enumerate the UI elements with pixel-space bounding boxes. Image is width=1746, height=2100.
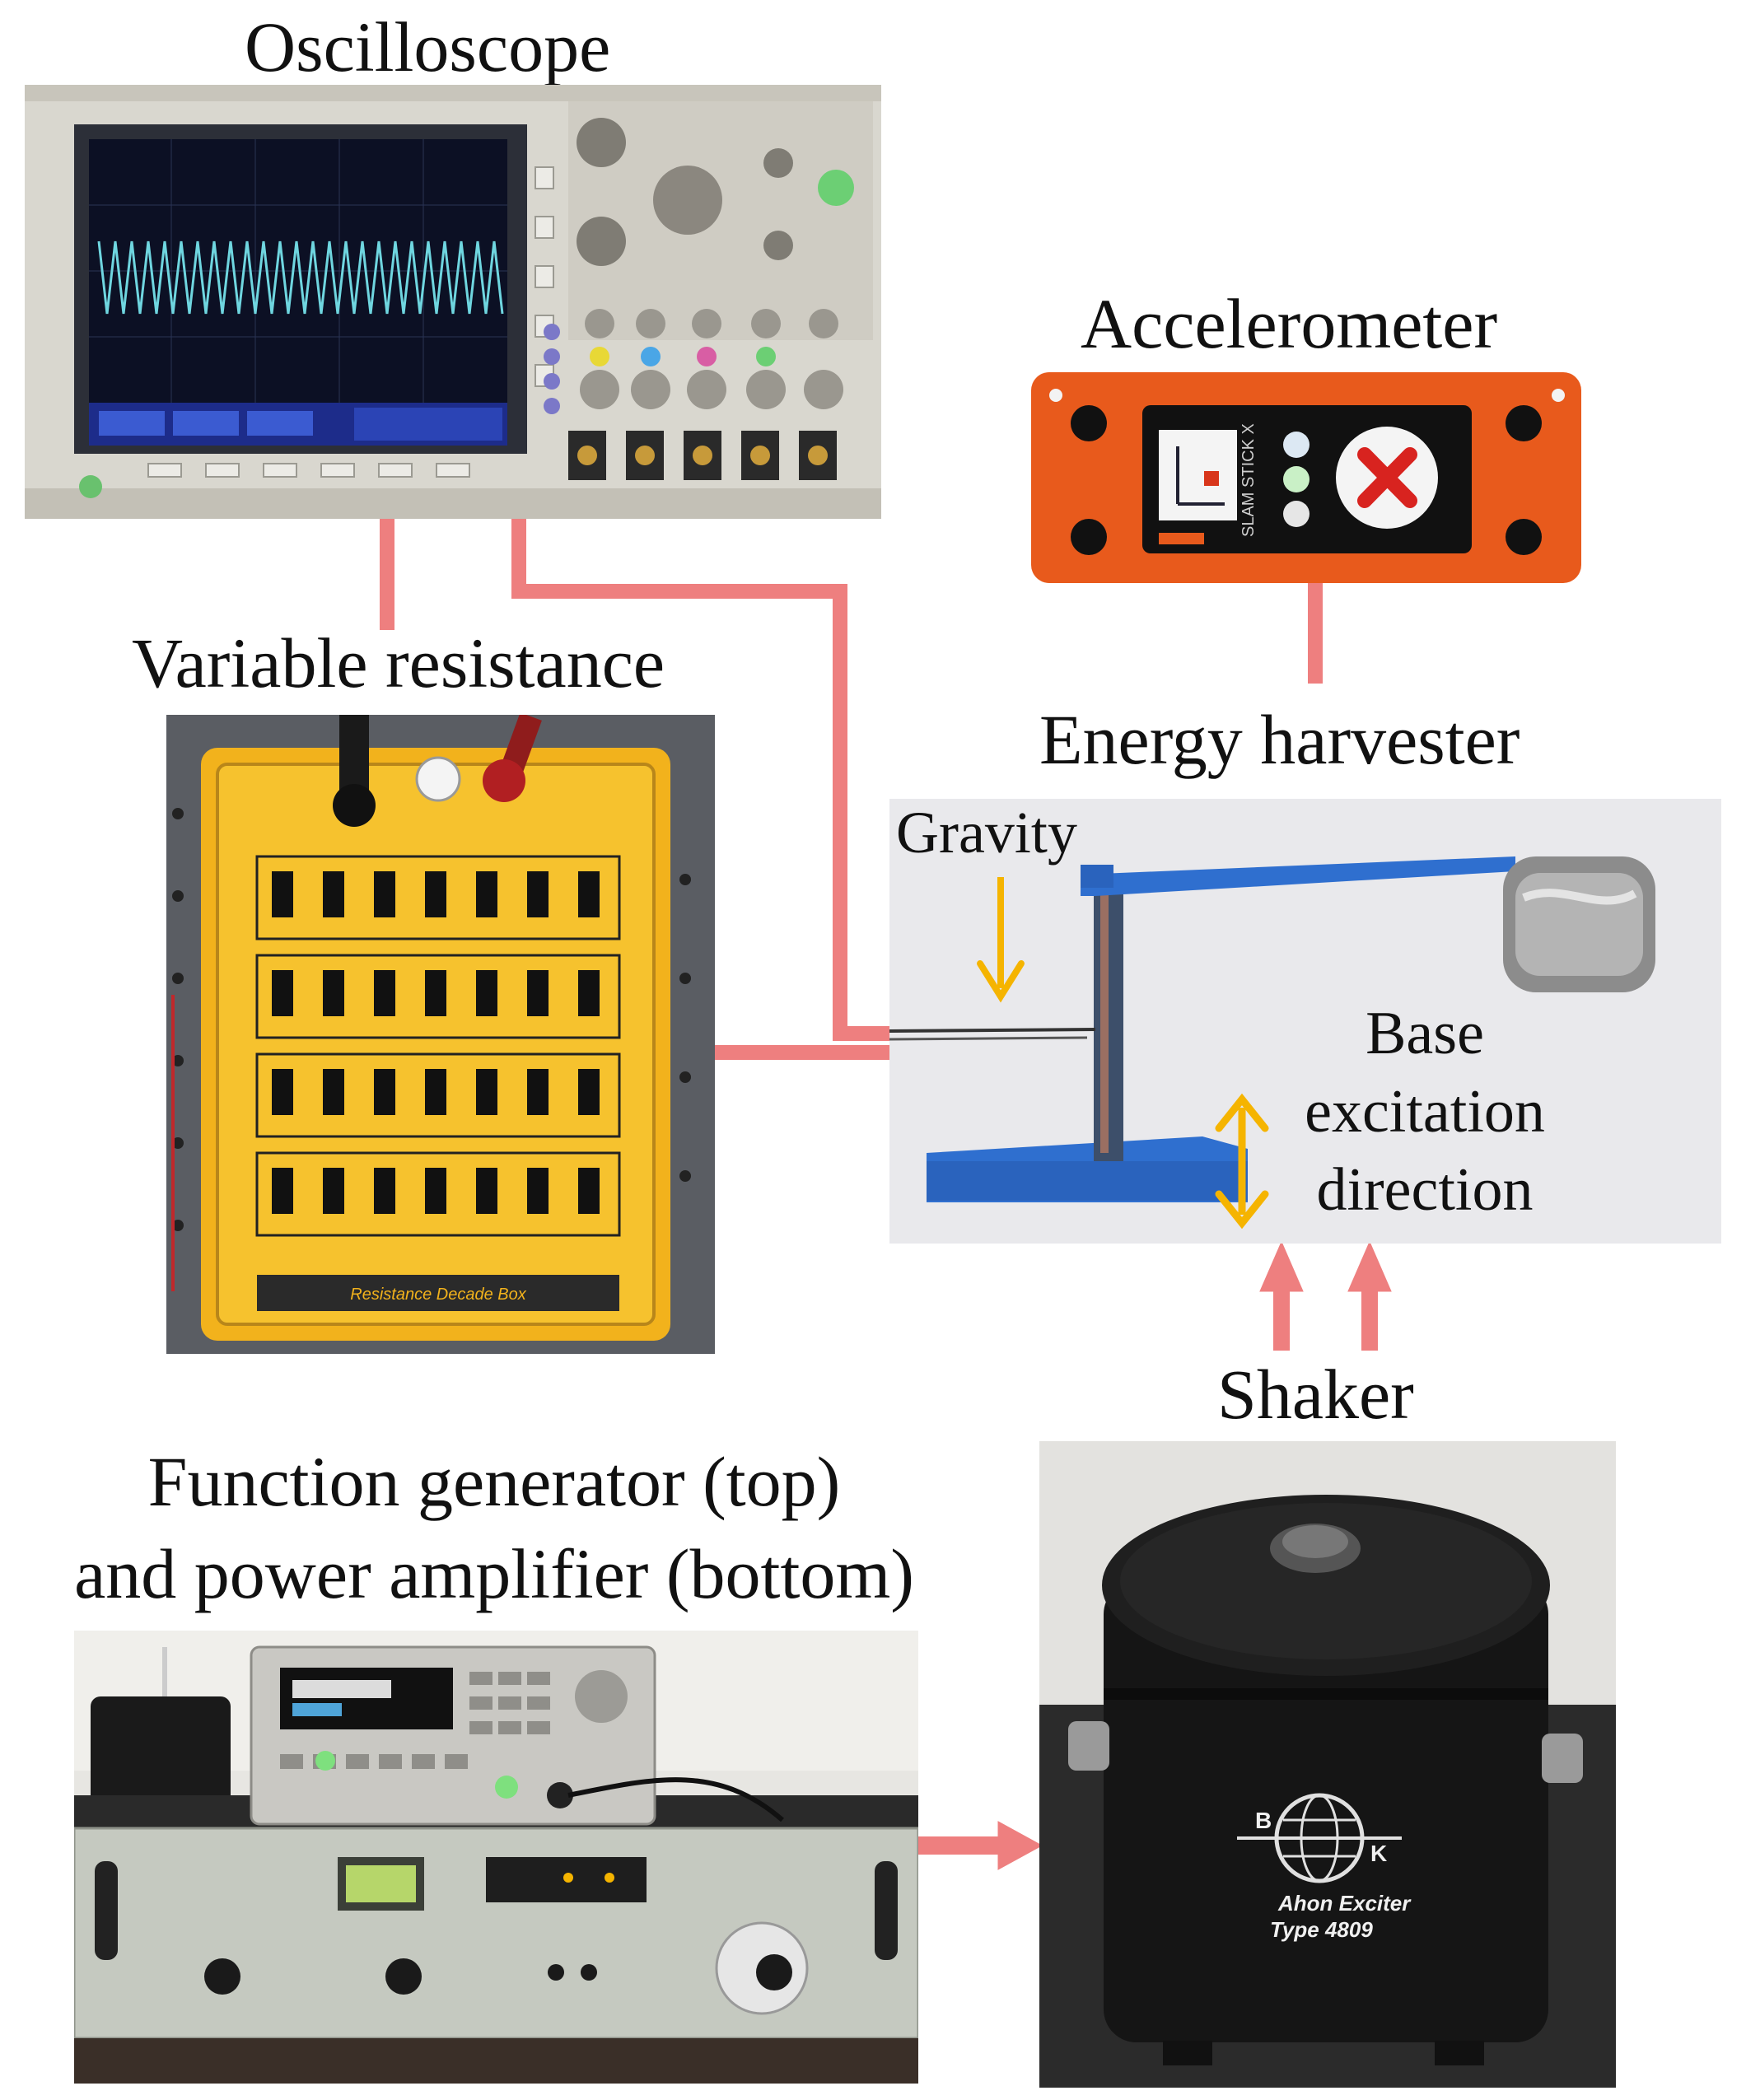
variable-resistance-photo: Resistance Decade Box: [166, 715, 715, 1354]
shaker-brand-k: K: [1370, 1841, 1387, 1866]
harvester-beam: [1081, 856, 1515, 896]
energy-harvester-label: Energy harvester: [1039, 700, 1520, 779]
accelerometer-brand-text: SLAM STICK X: [1239, 423, 1258, 537]
variable-resistance-label: Variable resistance: [132, 623, 665, 702]
shaker-up-arrows: [1259, 1240, 1392, 1351]
amplifier-to-shaker-arrow: [918, 1821, 1043, 1870]
base-excitation-label-line2: excitation: [1305, 1078, 1545, 1146]
shaker-model-line1: Ahon Exciter: [1277, 1891, 1412, 1916]
decade-box-footer-text: Resistance Decade Box: [350, 1286, 526, 1304]
accelerometer-label: Accelerometer: [1081, 284, 1498, 363]
oscilloscope-label: Oscilloscope: [245, 7, 611, 86]
function-generator-label-line1: Function generator (top): [147, 1442, 841, 1521]
gravity-arrow: [977, 877, 1025, 1003]
function-generator-label-line2: and power amplifier (bottom): [74, 1534, 914, 1613]
shaker-photo: B K Ahon Exciter Type 4809: [1039, 1441, 1616, 2088]
shaker-label: Shaker: [1217, 1355, 1414, 1434]
gravity-label: Gravity: [896, 800, 1077, 866]
excitation-arrow: [1215, 1093, 1269, 1230]
oscilloscope-photo: [25, 85, 881, 519]
shaker-model-line2: Type 4809: [1270, 1917, 1373, 1942]
connector-osc-to-harvester: [511, 519, 889, 1041]
function-generator-amplifier-photo: [74, 1631, 918, 2084]
base-excitation-label-line3: direction: [1316, 1156, 1534, 1224]
base-excitation-label-line1: Base: [1366, 1000, 1484, 1067]
accelerometer-photo: SLAM STICK X: [1031, 372, 1581, 583]
shaker-brand-b: B: [1255, 1808, 1272, 1833]
energy-harvester-photo: [889, 799, 1721, 1244]
oscilloscope-waveform: [97, 240, 504, 315]
shaker-logo: [1237, 1793, 1402, 1883]
